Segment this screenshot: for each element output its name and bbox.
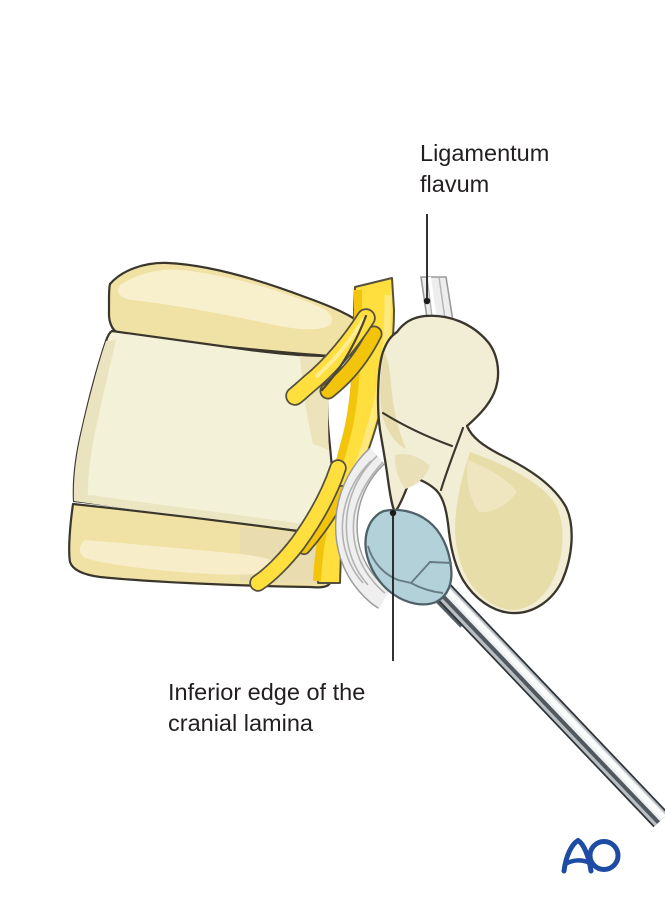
ligamentum-flavum-lower-band [334, 447, 391, 609]
label-inferior-edge-line2: cranial lamina [168, 710, 313, 736]
label-inferior-edge-line1: Inferior edge of the [168, 679, 366, 705]
posterior-arch [376, 314, 573, 615]
pedicle-outline [320, 314, 368, 392]
leader-line-ligamentum-flavum [423, 214, 431, 305]
instrument-shaft [435, 583, 665, 828]
label-ligamentum-flavum-line2: flavum [420, 171, 490, 197]
kerrison-punch-head [364, 508, 453, 606]
label-ligamentum-flavum-line1: Ligamentum [420, 140, 550, 166]
label-ligamentum-flavum: Ligamentum flavum [420, 138, 549, 200]
vertebral-body [72, 329, 335, 535]
ao-logo-icon [561, 837, 621, 874]
label-inferior-edge: Inferior edge of the cranial lamina [168, 677, 365, 739]
superior-nerve-root [285, 308, 383, 406]
leader-line-inferior-edge [389, 509, 397, 661]
